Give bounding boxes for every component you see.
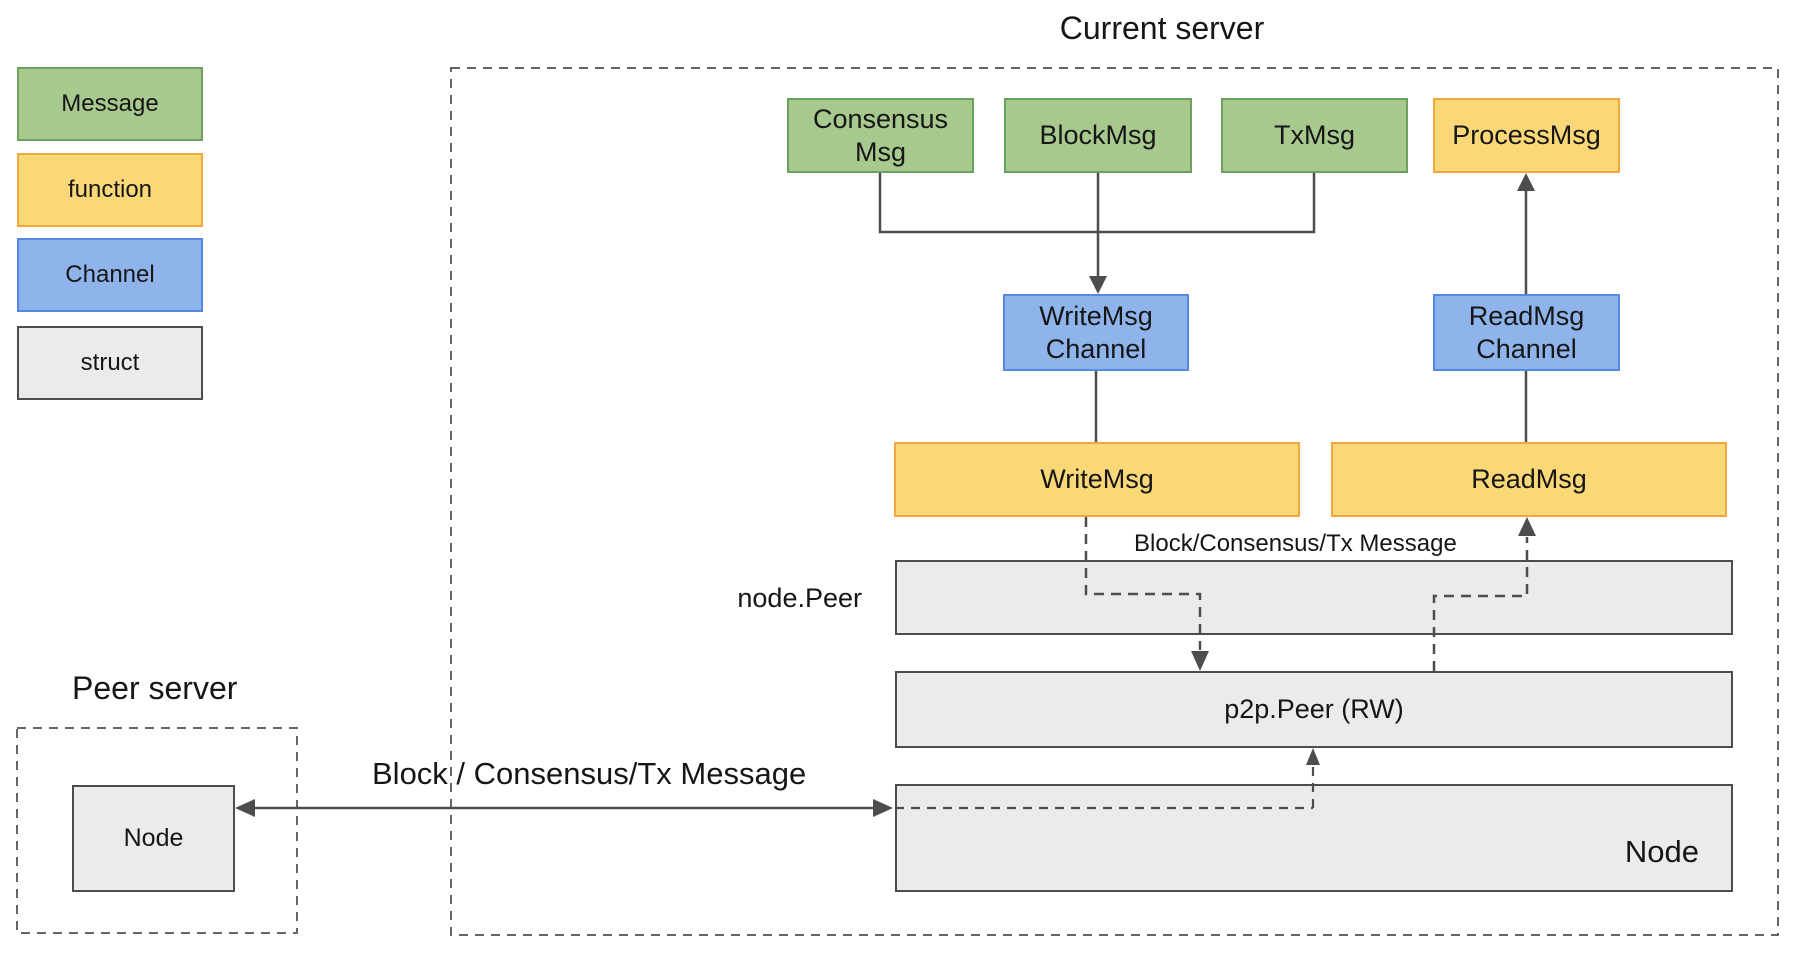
- legend-struct-swatch: struct: [17, 326, 203, 400]
- process-msg-label: ProcessMsg: [1452, 120, 1601, 151]
- node-tx-msg: TxMsg: [1221, 98, 1408, 173]
- function-write-msg: WriteMsg: [894, 442, 1300, 517]
- dashed-writemsg-to-p2ppeer-head: [1191, 651, 1209, 671]
- function-read-msg: ReadMsg: [1331, 442, 1727, 517]
- read-msg-channel-label: ReadMsg Channel: [1468, 300, 1585, 364]
- label-msg-flow-top: Block/Consensus/Tx Message: [1134, 530, 1457, 557]
- legend-function-swatch: function: [17, 153, 203, 227]
- arrow-peernode-node-right-head: [873, 799, 893, 817]
- channel-read-msg: ReadMsg Channel: [1433, 294, 1620, 371]
- write-msg-label: WriteMsg: [1040, 464, 1154, 495]
- read-msg-label: ReadMsg: [1471, 464, 1587, 495]
- p2p-peer-label: p2p.Peer (RW): [1224, 694, 1404, 725]
- peer-node-label: Node: [123, 824, 184, 853]
- dashed-p2ppeer-to-readmsg-head: [1518, 517, 1536, 536]
- legend-function-label: function: [67, 176, 153, 204]
- legend-channel-swatch: Channel: [17, 238, 203, 312]
- node-consensus-msg: Consensus Msg: [787, 98, 974, 173]
- peer-server-title: Peer server: [72, 670, 238, 706]
- struct-p2p-peer: p2p.Peer (RW): [895, 671, 1733, 748]
- dashed-node-to-p2ppeer-head: [1306, 748, 1320, 765]
- struct-node: Node: [895, 784, 1733, 892]
- current-server-title: Current server: [1059, 10, 1265, 46]
- consensus-msg-label: Consensus Msg: [812, 103, 949, 167]
- msg-bracket-connector: [878, 173, 1316, 234]
- label-node-peer: node.Peer: [737, 583, 862, 613]
- legend-message-label: Message: [61, 90, 159, 118]
- legend-message-swatch: Message: [17, 67, 203, 141]
- arrow-msgs-to-writechannel-head: [1089, 276, 1107, 294]
- channel-write-msg: WriteMsg Channel: [1003, 294, 1189, 371]
- block-msg-label: BlockMsg: [1039, 120, 1157, 151]
- legend-channel-label: Channel: [65, 261, 155, 289]
- label-msg-flow-bottom: Block / Consensus/Tx Message: [372, 756, 807, 791]
- arrow-readchannel-to-processmsg-head: [1517, 173, 1535, 191]
- node-block-msg: BlockMsg: [1004, 98, 1192, 173]
- struct-node-peer: [895, 560, 1733, 635]
- tx-msg-label: TxMsg: [1274, 120, 1355, 151]
- node-process-msg: ProcessMsg: [1433, 98, 1620, 173]
- node-label: Node: [1624, 834, 1699, 870]
- write-msg-channel-label: WriteMsg Channel: [1039, 300, 1153, 364]
- legend-struct-label: struct: [80, 349, 140, 377]
- arrow-peernode-node-left-head: [235, 799, 255, 817]
- peer-node: Node: [72, 785, 235, 892]
